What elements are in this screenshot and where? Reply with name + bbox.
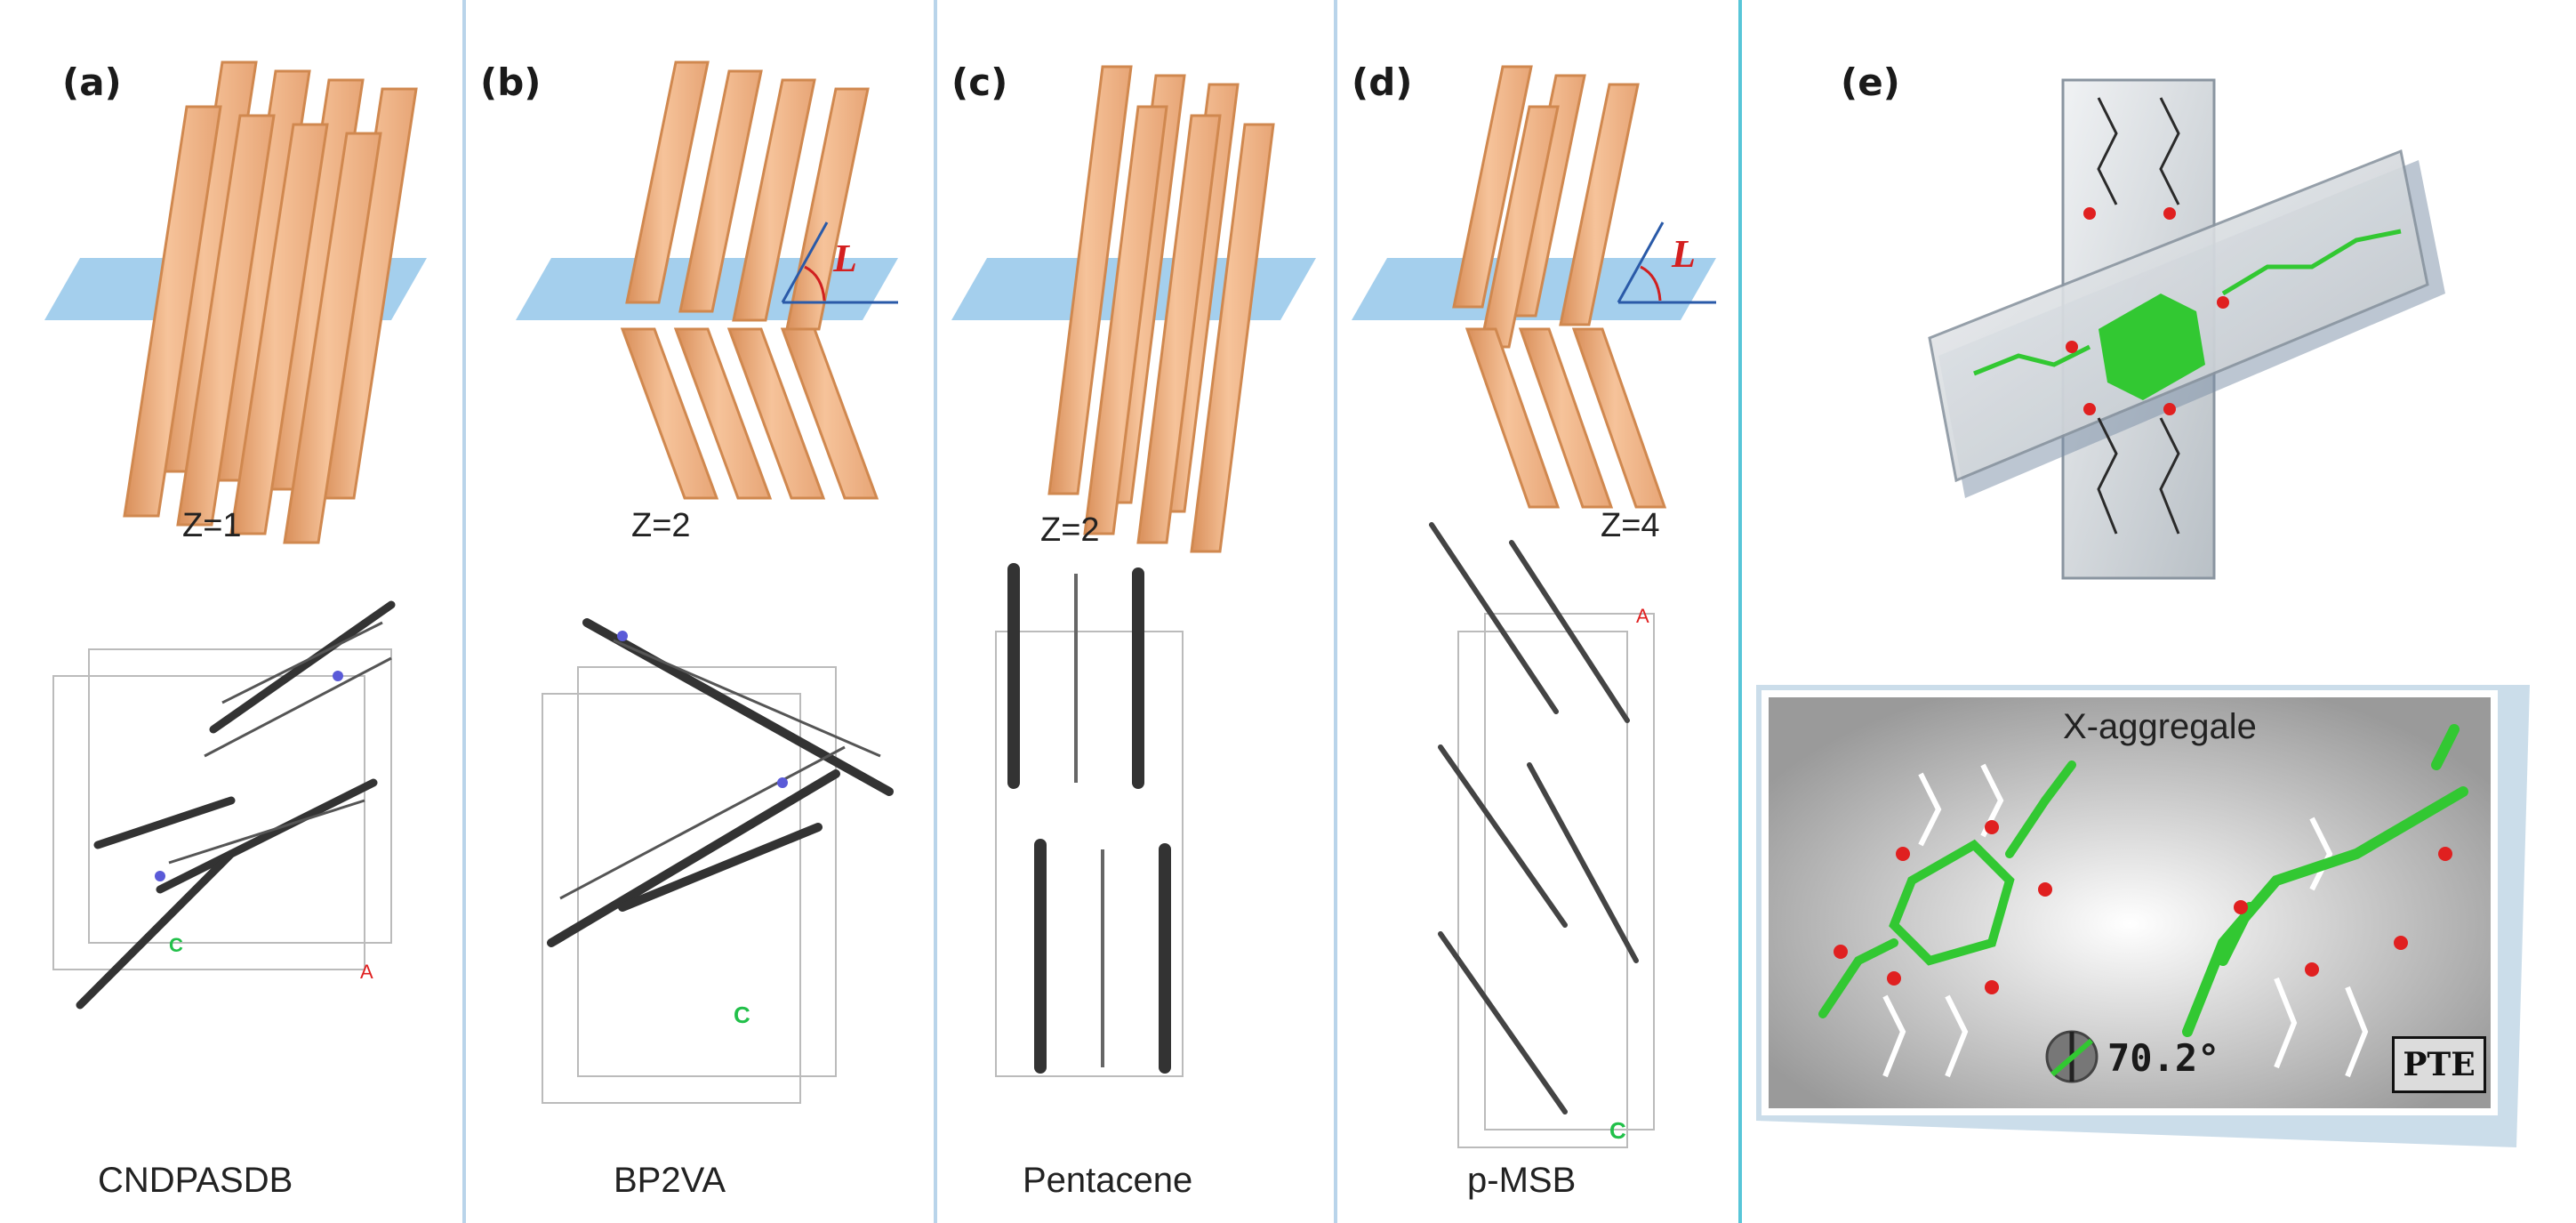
x-aggregate-inset xyxy=(1756,685,2530,1147)
angle-marker-d: L xyxy=(1671,232,1696,276)
z-label-a: Z=1 xyxy=(182,507,242,544)
divider-cd xyxy=(1334,0,1337,1223)
z-label-b: Z=2 xyxy=(631,507,691,544)
panel-label-a: (a) xyxy=(62,60,122,104)
axis-c-b: C xyxy=(734,1002,750,1028)
axis-a-a: A xyxy=(360,961,373,983)
molecule-sheets-e xyxy=(1928,78,2445,580)
pte-logo: PTE xyxy=(2392,1036,2486,1093)
crystal-packing-b xyxy=(542,618,894,1104)
axis-c-a: C xyxy=(169,934,183,956)
panel-label-d: (d) xyxy=(1352,60,1413,104)
crystal-packing-a xyxy=(52,600,396,1010)
panel-label-e: (e) xyxy=(1841,60,1900,104)
axis-c-d: C xyxy=(1609,1117,1626,1144)
rod-stack-c xyxy=(951,65,1316,553)
z-label-d: Z=4 xyxy=(1601,507,1660,544)
divider-bc xyxy=(934,0,937,1223)
divider-ab xyxy=(462,0,466,1223)
crystal-packing-c xyxy=(995,563,1184,1077)
rod-stack-d xyxy=(1352,65,1716,509)
compound-name-d: p-MSB xyxy=(1467,1161,1577,1200)
compound-name-c: Pentacene xyxy=(1023,1161,1193,1200)
rod-stack-b xyxy=(516,60,898,500)
panel-label-b: (b) xyxy=(480,60,542,104)
compound-name-a: CNDPASDB xyxy=(98,1161,293,1200)
angle-marker-b: L xyxy=(832,237,857,280)
panel-label-c: (c) xyxy=(951,60,1008,104)
crystal-packing-d xyxy=(1429,522,1655,1148)
divider-de xyxy=(1738,0,1742,1223)
inset-title: X-aggregale xyxy=(2063,707,2257,746)
angle-value: 70.2° xyxy=(2107,1036,2220,1080)
z-label-c: Z=2 xyxy=(1040,511,1100,549)
compound-name-b: BP2VA xyxy=(614,1161,726,1200)
axis-a-d: A xyxy=(1636,605,1649,627)
rod-stack-a xyxy=(44,60,427,544)
